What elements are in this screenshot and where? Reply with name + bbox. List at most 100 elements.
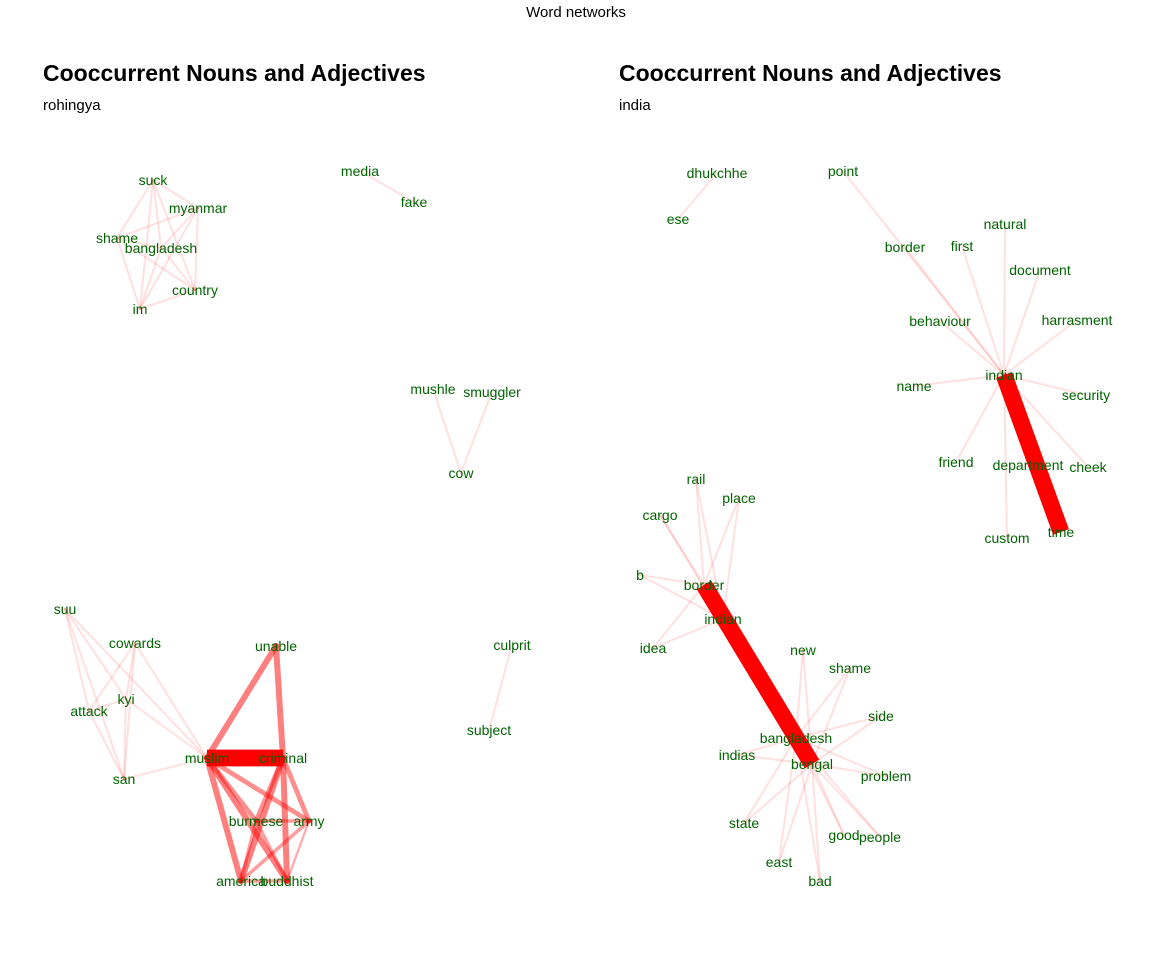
node-label-security: security bbox=[1062, 387, 1110, 403]
panel-title: Cooccurrent Nouns and Adjectives bbox=[619, 60, 1002, 86]
edge-army-america bbox=[239, 819, 311, 883]
edge-mushle-cow bbox=[432, 388, 462, 474]
figure-title: Word networks bbox=[526, 4, 626, 21]
edge-country-im bbox=[139, 289, 196, 310]
node-label-burmese: burmese bbox=[229, 813, 284, 829]
edge-smuggler-cow bbox=[460, 391, 493, 474]
node-label-dhukchhe: dhukchhe bbox=[687, 165, 748, 181]
edge-place-border2 bbox=[703, 497, 740, 586]
node-label-buddhist: buddhist bbox=[261, 873, 314, 889]
edge-cowards-attack bbox=[88, 642, 136, 712]
edge-army-buddhist bbox=[285, 819, 311, 883]
node-label-im: im bbox=[133, 301, 148, 317]
edge-east-bangladesh bbox=[778, 737, 797, 863]
edge-name-indian1 bbox=[913, 374, 1005, 387]
edge-shame-bangladesh bbox=[116, 237, 162, 249]
node-label-kyi: kyi bbox=[117, 691, 134, 707]
network-panel-india: Cooccurrent Nouns and Adjectives india d… bbox=[576, 0, 1152, 960]
edge-burmese-america bbox=[239, 819, 258, 883]
edge-bad-bangladesh bbox=[795, 737, 821, 882]
edge-first-indian1 bbox=[961, 245, 1005, 376]
node-label-criminal: criminal bbox=[259, 750, 307, 766]
edge-problem-bengal bbox=[811, 763, 887, 777]
edge-suu-kyi bbox=[64, 608, 127, 700]
panel-title: Cooccurrent Nouns and Adjectives bbox=[43, 60, 426, 86]
edge-new-bangladesh bbox=[795, 649, 804, 739]
edge-suu-muslim bbox=[64, 608, 208, 759]
edge-cowards-muslim bbox=[134, 642, 208, 759]
node-label-attack: attack bbox=[70, 703, 108, 719]
node-label-indian1: indian bbox=[985, 367, 1022, 383]
node-label-suu: suu bbox=[54, 601, 77, 617]
panel-subtitle: rohingya bbox=[43, 97, 101, 114]
edge-myanmar-country bbox=[194, 207, 199, 291]
node-label-cheek: cheek bbox=[1069, 459, 1107, 475]
node-label-department: department bbox=[993, 457, 1064, 473]
edge-muslim-america bbox=[204, 755, 244, 884]
node-label-document: document bbox=[1009, 262, 1071, 278]
edge-suck-myanmar bbox=[152, 179, 199, 209]
node-label-bangladesh: bangladesh bbox=[125, 240, 197, 256]
edge-suu-attack bbox=[64, 608, 90, 712]
edge-b-border2 bbox=[639, 574, 705, 586]
edge-attack-san bbox=[88, 710, 125, 780]
node-label-muslim: muslim bbox=[185, 750, 229, 766]
edge-criminal-army bbox=[280, 755, 312, 824]
edge-indias-bengal bbox=[736, 754, 813, 765]
node-label-natural: natural bbox=[984, 216, 1027, 232]
node-label-idea: idea bbox=[640, 640, 667, 656]
node-label-shame: shame bbox=[829, 660, 871, 676]
edge-san-muslim bbox=[123, 757, 208, 780]
node-label-culprit: culprit bbox=[493, 637, 530, 653]
node-label-smuggler: smuggler bbox=[463, 384, 521, 400]
edge-side-bangladesh bbox=[795, 715, 882, 739]
node-label-behaviour: behaviour bbox=[909, 313, 971, 329]
edge-east-bengal bbox=[778, 763, 813, 863]
node-label-shame: shame bbox=[96, 230, 138, 246]
edge-shame-bangladesh bbox=[795, 667, 851, 739]
edge-criminal-unable bbox=[273, 643, 286, 761]
edge-myanmar-im bbox=[139, 207, 199, 310]
node-label-custom: custom bbox=[984, 530, 1029, 546]
edge-friend-indian1 bbox=[955, 374, 1005, 463]
edge-indias-bangladesh bbox=[736, 737, 797, 756]
node-label-mushle: mushle bbox=[410, 381, 455, 397]
node-label-indias: indias bbox=[719, 747, 756, 763]
node-label-subject: subject bbox=[467, 722, 511, 738]
edge-side-bengal bbox=[811, 715, 882, 765]
edge-behaviour-indian1 bbox=[939, 320, 1005, 376]
node-label-media: media bbox=[341, 163, 379, 179]
edge-custom-indian1 bbox=[1003, 374, 1008, 539]
edge-culprit-subject bbox=[488, 644, 513, 731]
edge-people-bangladesh bbox=[795, 737, 881, 838]
edge-layer bbox=[639, 170, 1089, 882]
node-label-country: country bbox=[172, 282, 218, 298]
edge-document-indian1 bbox=[1003, 269, 1041, 376]
edge-point-indian1 bbox=[842, 170, 1005, 376]
edge-layer bbox=[64, 170, 513, 884]
edge-kyi-san bbox=[123, 698, 127, 780]
edge-criminal-buddhist bbox=[280, 755, 290, 884]
edge-shame-country bbox=[116, 237, 196, 291]
edge-natural-indian1 bbox=[1003, 223, 1006, 376]
edge-cowards-san bbox=[123, 642, 136, 780]
edge-shame-bengal bbox=[811, 667, 851, 765]
edge-idea-border2 bbox=[652, 584, 705, 649]
edge-harrasment-indian1 bbox=[1003, 319, 1078, 376]
edge-cowards-kyi bbox=[125, 642, 136, 700]
edge-muslim-buddhist bbox=[204, 755, 290, 884]
node-label-rail: rail bbox=[687, 471, 706, 487]
node-label-america: america bbox=[216, 873, 266, 889]
edge-muslim-army bbox=[204, 755, 312, 824]
node-label-san: san bbox=[113, 771, 136, 787]
node-label-bengal: bengal bbox=[791, 756, 833, 772]
edge-media-fake bbox=[359, 170, 415, 203]
edge-suck-country bbox=[152, 179, 196, 291]
network-graph-rohingya: suckmyanmarshamebangladeshcountryimmedia… bbox=[54, 163, 531, 889]
label-layer: suckmyanmarshamebangladeshcountryimmedia… bbox=[54, 163, 531, 889]
edge-suck-bangladesh bbox=[152, 179, 162, 249]
edge-suu-san bbox=[64, 608, 125, 780]
node-label-bangladesh: bangladesh bbox=[760, 730, 832, 746]
